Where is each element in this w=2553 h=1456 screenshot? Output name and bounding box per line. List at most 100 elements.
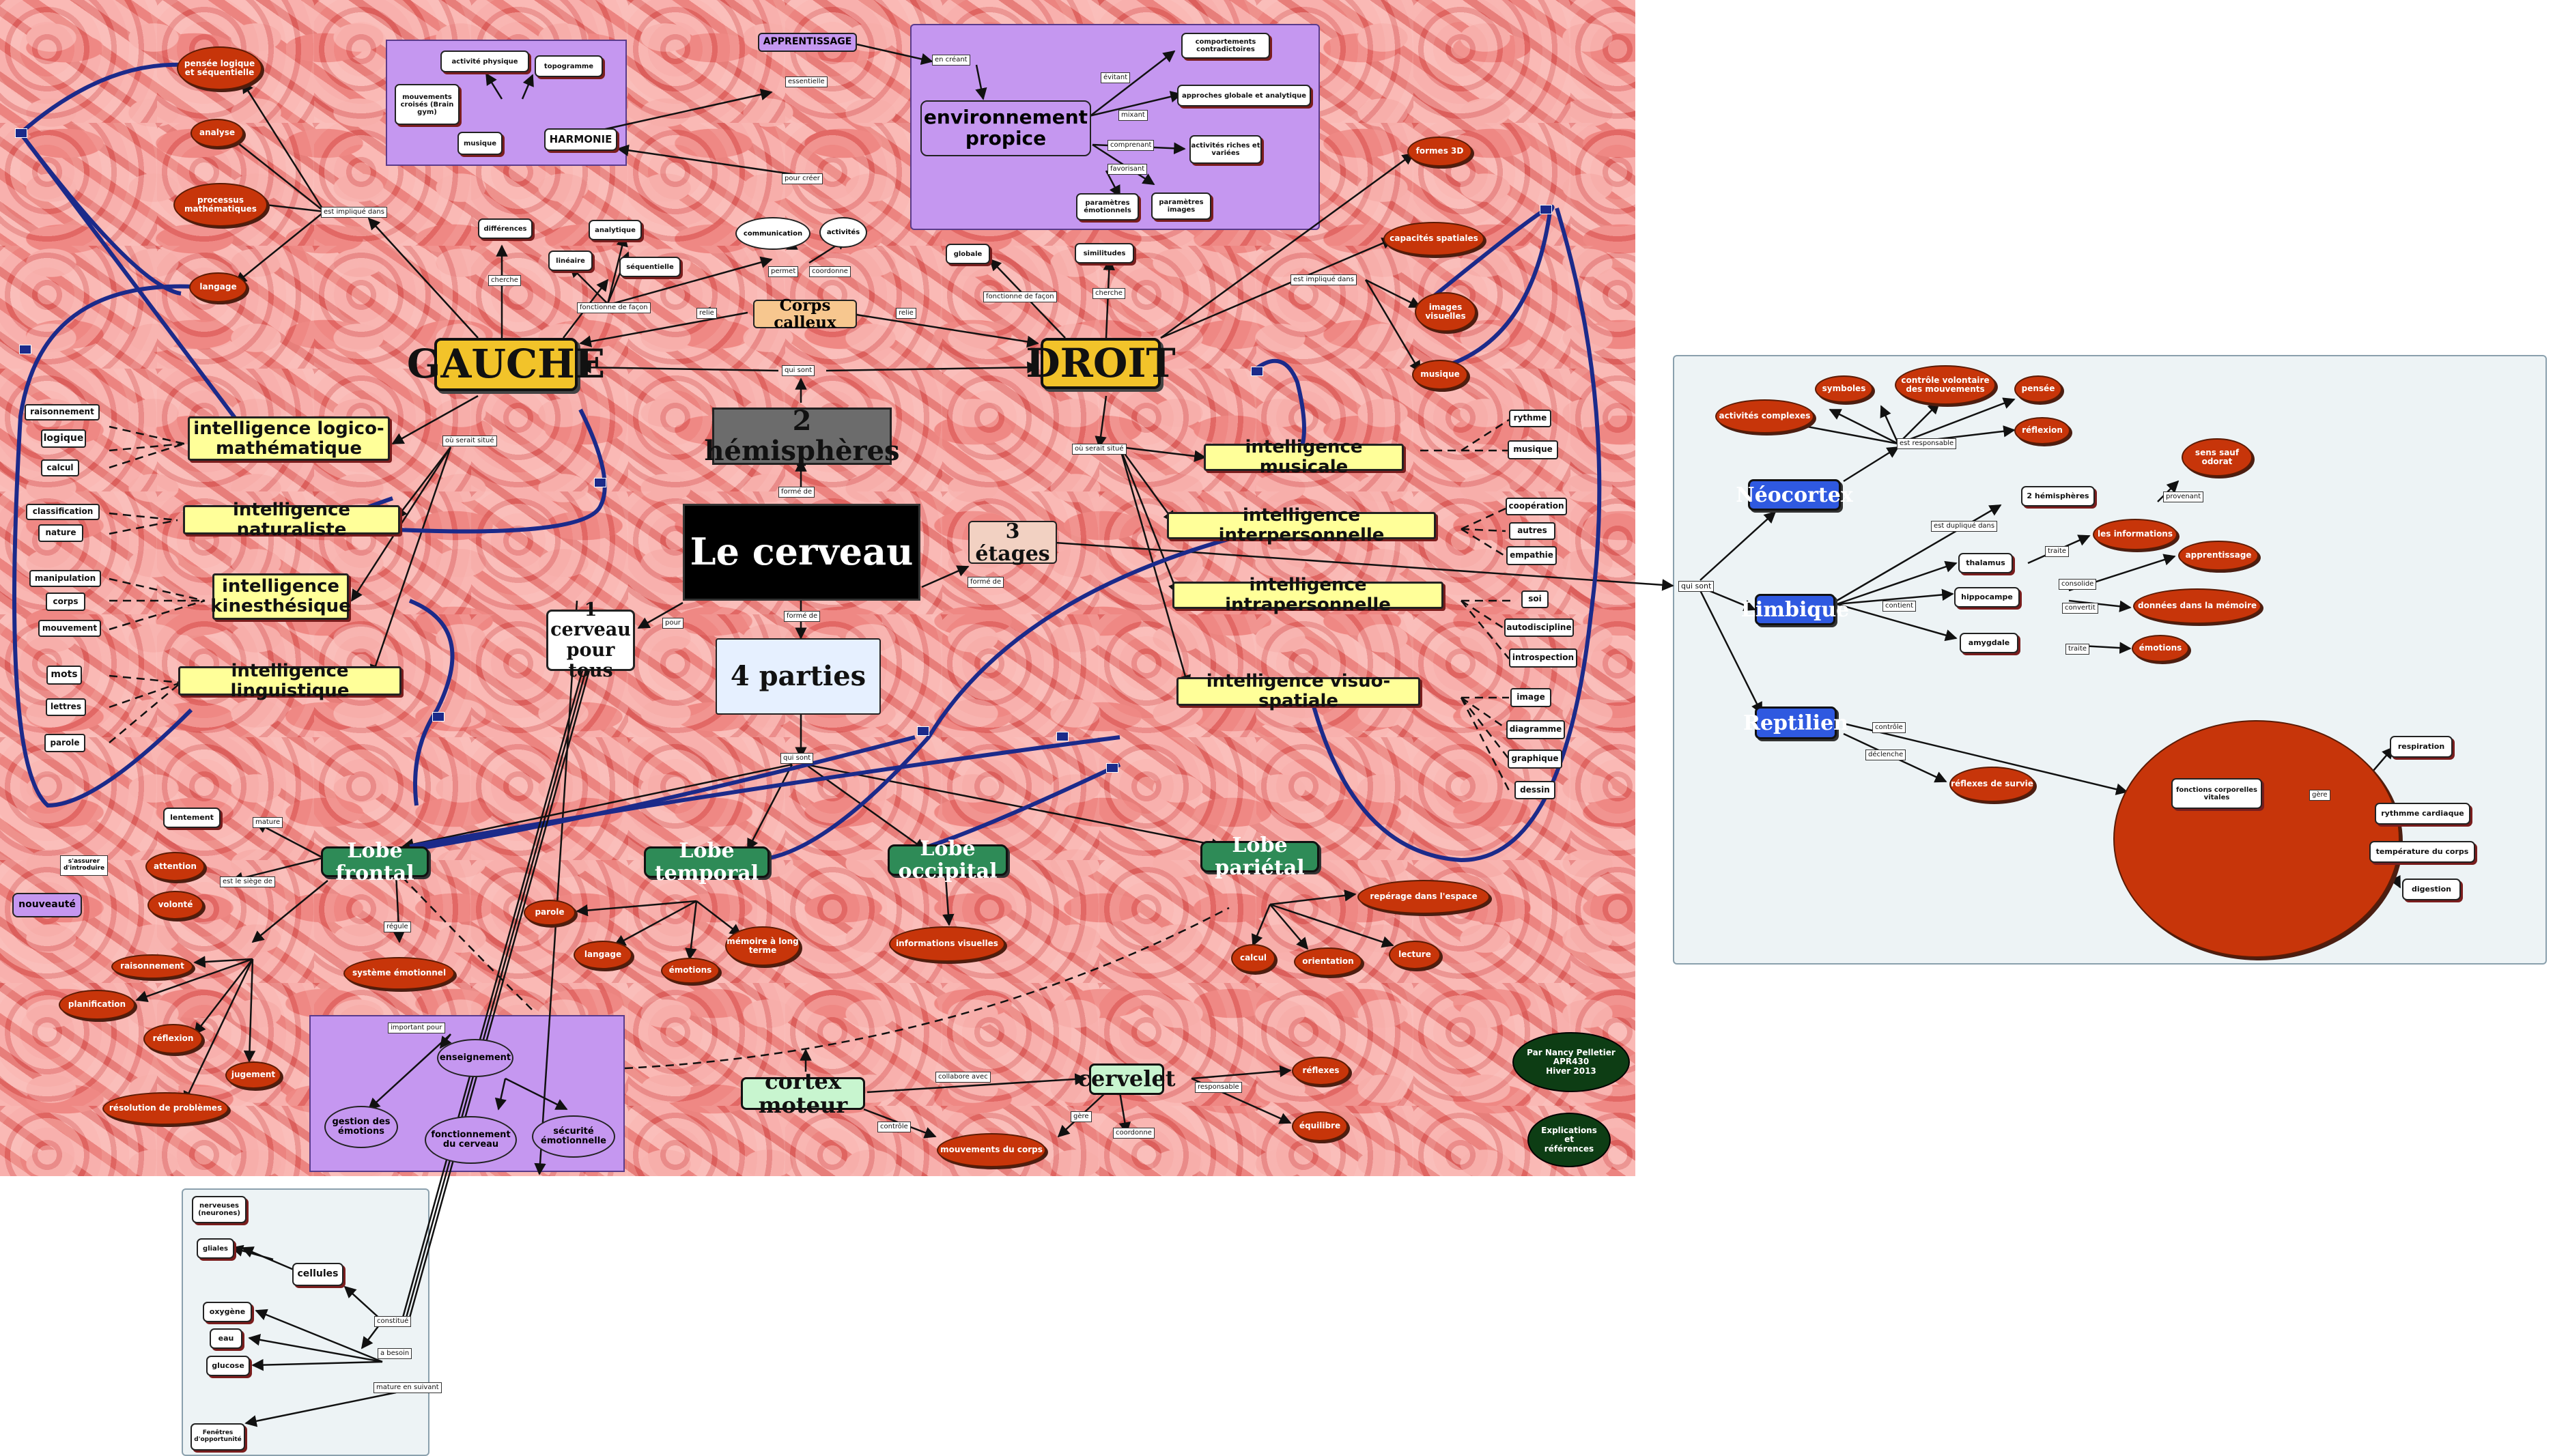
nature-item[interactable]: nature: [38, 524, 83, 542]
amygdala-node[interactable]: amygdale: [1960, 633, 2018, 653]
symbols-node[interactable]: symboles: [1815, 375, 1873, 403]
heart-rate-node[interactable]: rythmme cardiaque: [2375, 803, 2470, 825]
teaching-node[interactable]: enseignement: [437, 1039, 513, 1077]
references-node[interactable]: Explications et références: [1527, 1113, 1611, 1167]
information-node[interactable]: les informations: [2093, 519, 2177, 550]
calculation-node[interactable]: calcul: [1231, 944, 1275, 973]
link-icon[interactable]: [432, 712, 445, 722]
problem-solving-node[interactable]: résolution de problèmes: [102, 1092, 229, 1125]
logico-math-intelligence-node[interactable]: intelligence logico-mathématique: [188, 416, 390, 461]
emotions-right-node[interactable]: émotions: [2132, 635, 2189, 662]
survival-reflexes-node[interactable]: réflexes de survie: [1949, 767, 2035, 802]
emotional-parameters-node[interactable]: paramètres émotionnels: [1076, 193, 1139, 220]
reflection-right-node[interactable]: réflexion: [2014, 417, 2070, 444]
analytical-node[interactable]: analytique: [589, 220, 642, 240]
vital-functions-ellipse[interactable]: [2113, 720, 2400, 958]
analysis-node[interactable]: analyse: [191, 119, 244, 147]
self-item[interactable]: soi: [1521, 590, 1549, 608]
rich-activities-node[interactable]: activités riches et variées: [1189, 135, 1262, 164]
music-node-panel[interactable]: musique: [457, 132, 503, 155]
cooperation-item[interactable]: coopération: [1506, 498, 1567, 515]
linear-node[interactable]: linéaire: [548, 251, 593, 271]
frontal-lobe-node[interactable]: Lobe frontal: [321, 840, 429, 885]
manipulation-item[interactable]: manipulation: [29, 570, 101, 587]
environment-node[interactable]: environnement propice: [920, 100, 1091, 156]
logical-thought-node[interactable]: pensée logique et séquentielle: [177, 46, 262, 90]
link-icon[interactable]: [1056, 732, 1069, 741]
movement-item[interactable]: mouvement: [38, 620, 101, 637]
speech-node[interactable]: parole: [524, 900, 576, 926]
visuospatial-intelligence-node[interactable]: intelligence visuo-spatiale: [1176, 672, 1420, 711]
learning-node[interactable]: APPRENTISSAGE: [758, 33, 857, 52]
classification-item[interactable]: classification: [26, 504, 100, 520]
image-item[interactable]: image: [1510, 688, 1551, 707]
thalamus-node[interactable]: thalamus: [1958, 553, 2013, 573]
left-hemisphere-node[interactable]: GAUCHE: [407, 338, 605, 391]
visual-info-node[interactable]: informations visuelles: [889, 926, 1005, 962]
introspection-item[interactable]: introspection: [1509, 648, 1577, 668]
reflexes-node[interactable]: réflexes: [1292, 1057, 1350, 1085]
occipital-lobe-node[interactable]: Lobe occipital: [888, 838, 1008, 883]
emotion-management-node[interactable]: gestion des émotions: [324, 1106, 398, 1148]
reading-node[interactable]: lecture: [1389, 941, 1441, 969]
link-icon[interactable]: [1106, 763, 1118, 773]
link-icon[interactable]: [19, 345, 31, 354]
visual-images-node[interactable]: images visuelles: [1415, 292, 1476, 332]
judgment-node[interactable]: jugement: [225, 1061, 281, 1089]
activities-node[interactable]: activités: [819, 217, 867, 248]
emotional-safety-node[interactable]: sécurité émotionnelle: [532, 1115, 615, 1158]
intrapersonal-intelligence-node[interactable]: intelligence intrapersonnelle: [1172, 575, 1443, 614]
math-processes-node[interactable]: processus mathématiques: [173, 183, 268, 227]
hemispheres-node[interactable]: 2 hémisphères: [704, 405, 900, 467]
digestion-node[interactable]: digestion: [2402, 879, 2461, 900]
contradictory-behaviors-node[interactable]: comportements contradictoires: [1181, 33, 1270, 59]
reflection-node[interactable]: réflexion: [143, 1024, 203, 1054]
3d-shapes-node[interactable]: formes 3D: [1407, 137, 1472, 167]
spatial-locating-node[interactable]: repérage dans l'espace: [1357, 880, 1490, 914]
link-icon[interactable]: [1251, 367, 1263, 376]
temporal-lobe-node[interactable]: Lobe temporal: [644, 840, 770, 885]
slowly-node[interactable]: lentement: [163, 808, 221, 828]
sequential-node[interactable]: séquentielle: [619, 257, 681, 277]
link-icon[interactable]: [1540, 205, 1552, 214]
link-icon[interactable]: [594, 478, 606, 487]
neurons-node[interactable]: nerveuses (neurones): [192, 1196, 246, 1223]
language-node[interactable]: langage: [574, 941, 632, 969]
neocortex-node[interactable]: Néocortex: [1736, 479, 1853, 511]
others-item[interactable]: autres: [1509, 522, 1555, 540]
central-title-node[interactable]: Le cerveau: [683, 504, 920, 601]
hippocampus-node[interactable]: hippocampe: [1954, 587, 2020, 608]
windows-opportunity-node[interactable]: Fenêtres d'opportunité: [191, 1423, 245, 1451]
self-discipline-item[interactable]: autodiscipline: [1504, 618, 1574, 637]
reptilian-node[interactable]: Reptilien: [1743, 706, 1848, 739]
language-left-node[interactable]: langage: [189, 272, 247, 302]
planning-node[interactable]: planification: [59, 990, 135, 1020]
cerebellum-node[interactable]: cervelet: [1078, 1064, 1175, 1095]
words-item[interactable]: mots: [46, 666, 82, 685]
thought-node[interactable]: pensée: [2014, 375, 2062, 403]
emotions-node[interactable]: émotions: [661, 958, 720, 984]
respiration-node[interactable]: respiration: [2390, 736, 2453, 758]
physical-activity-node[interactable]: activité physique: [440, 51, 529, 72]
orientation-node[interactable]: orientation: [1294, 947, 1362, 976]
global-analytic-node[interactable]: approches globale et analytique: [1177, 85, 1311, 106]
glial-node[interactable]: gliales: [197, 1238, 234, 1259]
link-icon[interactable]: [917, 726, 929, 736]
body-movements-node[interactable]: mouvements du corps: [937, 1133, 1046, 1167]
speech-item[interactable]: parole: [44, 734, 85, 752]
emotional-system-node[interactable]: système émotionnel: [343, 957, 455, 990]
learning-right-node[interactable]: apprentissage: [2178, 541, 2259, 571]
logic-item[interactable]: logique: [41, 429, 86, 448]
glucose-node[interactable]: glucose: [206, 1356, 250, 1376]
cross-movements-node[interactable]: mouvements croisés (Brain gym): [395, 84, 460, 125]
vital-functions-node[interactable]: fonctions corporelles vitales: [2171, 778, 2262, 809]
cells-node[interactable]: cellules: [292, 1263, 343, 1286]
empathy-item[interactable]: empathie: [1506, 546, 1557, 565]
will-node[interactable]: volonté: [147, 891, 203, 919]
four-parts-node[interactable]: 4 parties: [716, 638, 881, 715]
three-stages-node[interactable]: 3 étages: [968, 520, 1057, 565]
topogramme-node[interactable]: topogramme: [535, 55, 603, 77]
drawing-item[interactable]: dessin: [1514, 781, 1555, 799]
rhythm-item[interactable]: rythme: [1509, 410, 1551, 427]
attention-node[interactable]: attention: [145, 852, 205, 881]
